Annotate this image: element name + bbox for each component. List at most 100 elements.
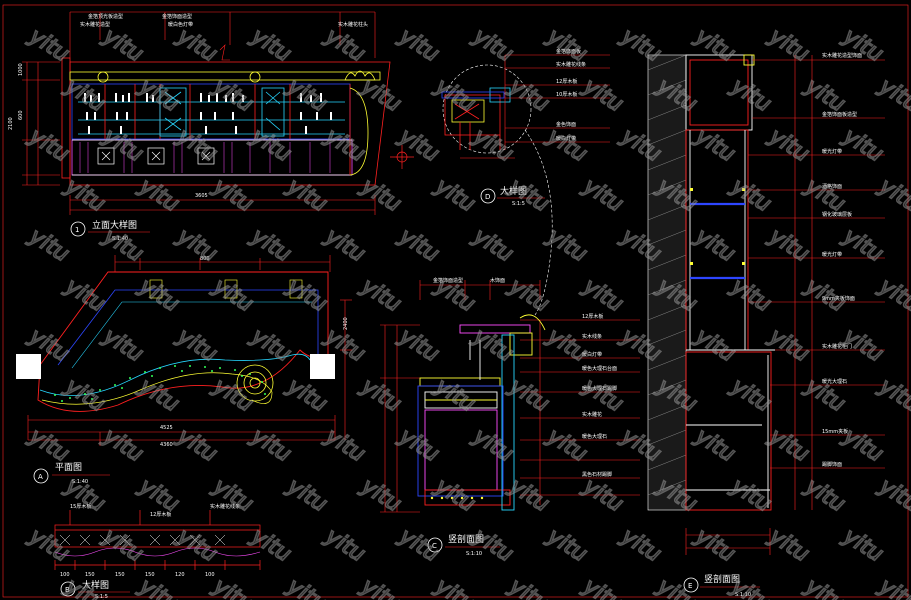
- section-e-note-8: 实木雕花柜门: [822, 343, 852, 350]
- watermark-text: yitu: [838, 223, 887, 267]
- watermark-text: yitu: [430, 573, 479, 600]
- elevation-title: 立面大样图: [92, 219, 137, 231]
- detail-d-title: 大样图: [500, 185, 527, 197]
- detail-b-dim-2: 150: [85, 572, 95, 578]
- elev-note-1: 金箔顶光板造型: [88, 13, 123, 20]
- watermark-text: yitu: [320, 523, 369, 567]
- watermark-text: yitu: [134, 173, 183, 217]
- watermark-text: yitu: [578, 573, 627, 600]
- watermark-text: yitu: [542, 23, 591, 67]
- watermark-text: yitu: [356, 473, 405, 517]
- watermark-text: yitu: [800, 73, 849, 117]
- watermark-text: yitu: [430, 373, 479, 417]
- watermark-text: yitu: [282, 173, 331, 217]
- section-c-view: 金箔饰面造型 木饰面 12厚木板 实木线条 暖白灯带 暖色大理石台面 暖色大理石…: [380, 277, 640, 557]
- plan-marker: A: [38, 473, 43, 481]
- watermark-text: yitu: [764, 23, 813, 67]
- watermark-text: yitu: [172, 423, 221, 467]
- watermark-text: yitu: [504, 273, 553, 317]
- section-c-note-7: 暖色大理石踢脚: [582, 385, 617, 392]
- detail-d-note-5: 金色饰面: [556, 121, 576, 128]
- watermark-text: yitu: [394, 423, 443, 467]
- watermark-text: yitu: [134, 373, 183, 417]
- section-c-note-5: 暖白灯带: [582, 351, 602, 358]
- section-e-note-4: 酒格饰面: [822, 183, 842, 190]
- watermark-text: yitu: [542, 523, 591, 567]
- section-c-note-9: 暖色大理石: [582, 433, 607, 440]
- detail-d-scale: S:1:5: [512, 201, 525, 207]
- watermark-text: yitu: [800, 573, 849, 600]
- section-c-title: 竖剖面图: [448, 533, 484, 545]
- watermark-text: yitu: [764, 223, 813, 267]
- watermark-text: yitu: [208, 573, 257, 600]
- watermark-text: yitu: [468, 323, 517, 367]
- section-c-marker-circle: [427, 537, 443, 553]
- watermark-text: yitu: [320, 223, 369, 267]
- watermark-text: yitu: [208, 273, 257, 317]
- watermark-text: yitu: [874, 573, 911, 600]
- watermark-text: yitu: [874, 173, 911, 217]
- watermark-text: yitu: [246, 423, 295, 467]
- elevation-marker: 1: [75, 226, 79, 234]
- detail-d-note-1: 金箔饰面板: [556, 48, 581, 55]
- watermark-text: yitu: [320, 123, 369, 167]
- watermark-text: yitu: [172, 23, 221, 67]
- watermark-text: yitu: [726, 173, 775, 217]
- section-e-note-11: 踢脚饰面: [822, 461, 842, 468]
- section-c-note-8: 实木雕花: [582, 411, 602, 418]
- watermark-text: yitu: [356, 573, 405, 600]
- elev-note-4: 暖白色灯带: [168, 21, 193, 28]
- detail-b-scale: S:1:5: [95, 594, 108, 600]
- watermark-text: yitu: [542, 423, 591, 467]
- section-e-note-10: 15mm夹板: [822, 428, 848, 435]
- watermark-text: yitu: [764, 523, 813, 567]
- watermark-text: yitu: [874, 73, 911, 117]
- watermark-text: yitu: [504, 73, 553, 117]
- watermark-text: yitu: [282, 373, 331, 417]
- plan-column-right: [310, 354, 335, 379]
- watermark-text: yitu: [282, 473, 331, 517]
- section-c-note-10: 黑色石材踢脚: [582, 471, 612, 478]
- watermark-text: yitu: [98, 23, 147, 67]
- watermark-text: yitu: [764, 123, 813, 167]
- watermark-text: yitu: [282, 273, 331, 317]
- section-e-scale: S:1:10: [735, 592, 751, 598]
- elevation-scale: S:1:40: [112, 236, 128, 242]
- watermark-text: yitu: [800, 473, 849, 517]
- elev-note-3: 金箔饰面造型: [162, 13, 192, 20]
- section-e-note-6: 暖光灯带: [822, 251, 842, 258]
- watermark-text: yitu: [726, 73, 775, 117]
- detail-d-note-4: 10厚木板: [556, 91, 577, 98]
- watermark-text: yitu: [24, 23, 73, 67]
- watermark-text: yitu: [652, 573, 701, 600]
- watermark-text: yitu: [60, 173, 109, 217]
- watermark-text: yitu: [800, 173, 849, 217]
- plan-title: 平面图: [55, 462, 82, 473]
- detail-b-dim-3: 150: [115, 572, 125, 578]
- watermark-text: yitu: [838, 23, 887, 67]
- watermark-text: yitu: [468, 23, 517, 67]
- detail-b-marker: B: [65, 586, 70, 594]
- watermark-text: yitu: [468, 523, 517, 567]
- watermark-text: yitu: [874, 273, 911, 317]
- section-e-marker: E: [688, 582, 692, 590]
- watermark-text: yitu: [430, 473, 479, 517]
- detail-b-dim-6: 100: [205, 572, 215, 578]
- plan-dim-2: 4360: [160, 442, 173, 448]
- detail-b-title: 大样图: [82, 579, 109, 591]
- watermark-text: yitu: [504, 473, 553, 517]
- detail-b-note-2: 12厚木板: [150, 511, 171, 518]
- watermark-text: yitu: [690, 323, 739, 367]
- watermark-text: yitu: [468, 123, 517, 167]
- detail-d-view: 金箔饰面板 实木雕花线条 12厚木板 10厚木板 金色饰面 暖白灯带 D 大样图…: [441, 48, 610, 316]
- elevation-dim-3: 2100: [8, 117, 14, 130]
- watermark-text: yitu: [172, 323, 221, 367]
- watermark-text: yitu: [690, 523, 739, 567]
- watermark-text: yitu: [690, 423, 739, 467]
- watermark-text: yitu: [356, 173, 405, 217]
- section-e-note-3: 暖光灯带: [822, 148, 842, 155]
- detail-b-dim-5: 120: [175, 572, 185, 578]
- watermark-text: yitu: [726, 273, 775, 317]
- watermark-text: yitu: [504, 373, 553, 417]
- watermark-text: yitu: [838, 523, 887, 567]
